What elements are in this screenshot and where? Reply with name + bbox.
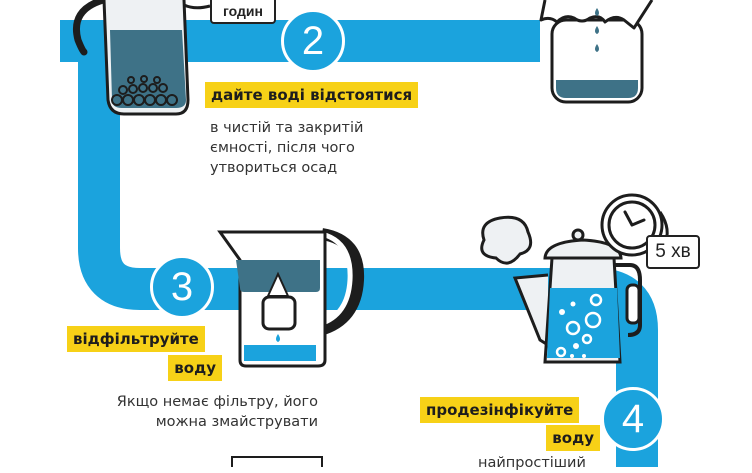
hours-badge: годин: [210, 0, 276, 24]
filter-diy-icon: [231, 456, 323, 467]
step-3-title-line1: відфільтруйте: [67, 326, 205, 352]
step-4-description: найпростіший: [478, 453, 586, 473]
step-3-description: Якщо немає фільтру, його можна змайструв…: [117, 392, 318, 432]
step-2-title: дайте воді відстоятися: [205, 82, 419, 108]
desc-line: ємності, після чого: [210, 140, 355, 156]
minutes-label: 5 хв: [655, 241, 691, 262]
settling-pitcher-icon: [73, 0, 211, 116]
desc-line: Якщо немає фільтру, його: [116, 394, 318, 410]
step-2-description: в чистій та закритій ємності, після чого…: [210, 118, 363, 178]
covered-jar-icon: [539, 0, 654, 104]
kettle-icon: [480, 215, 642, 364]
desc-line: утвориться осад: [210, 160, 338, 176]
step-4-number: 4: [601, 387, 665, 451]
desc-line: можна змайструвати: [155, 414, 318, 430]
desc-line: в чистій та закритій: [210, 120, 364, 136]
minutes-badge: 5 хв: [646, 235, 700, 269]
step-3-number: 3: [150, 255, 214, 319]
step-4-title-line2: воду: [546, 425, 600, 451]
step-4-title-line1: продезінфікуйте: [420, 397, 580, 423]
hours-label: годин: [223, 3, 263, 19]
filter-pitcher-icon: [217, 228, 365, 368]
desc-line: найпростіший: [478, 455, 586, 471]
step-3-title-line2: воду: [168, 355, 222, 381]
step-2-number: 2: [281, 9, 345, 73]
